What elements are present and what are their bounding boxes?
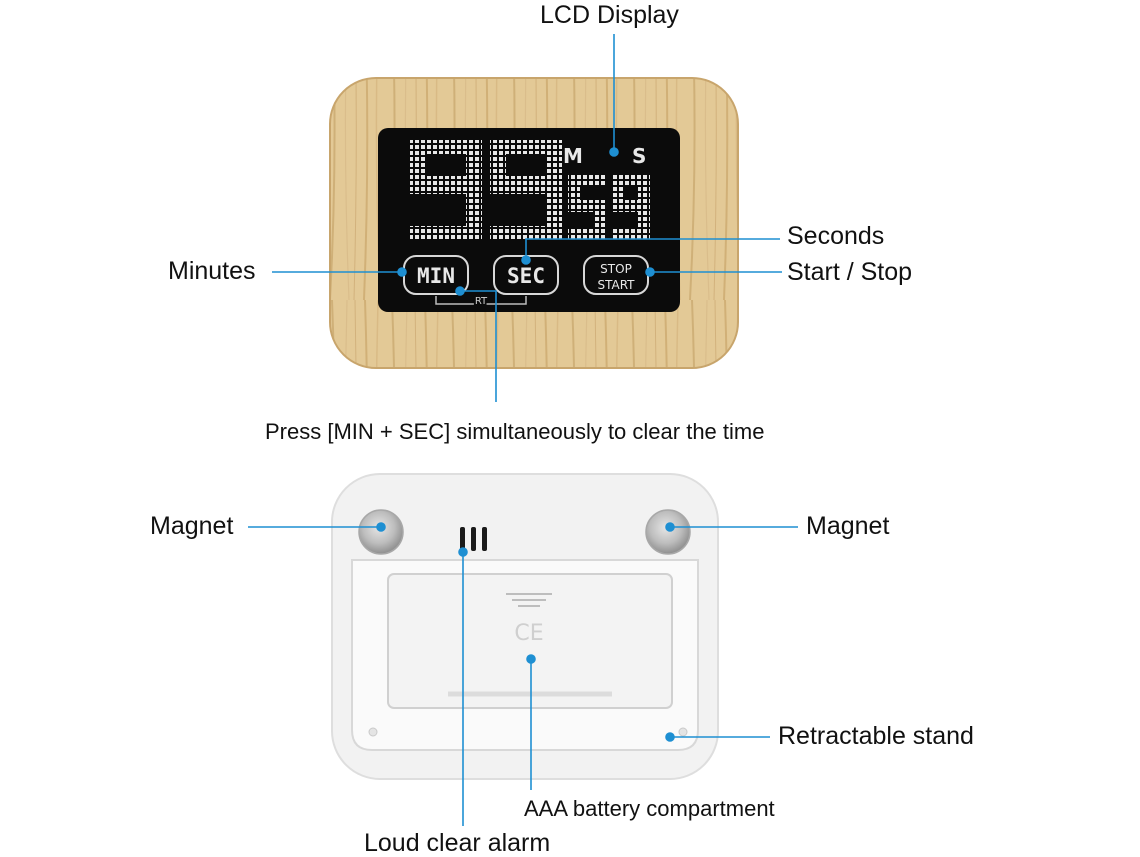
- magnet-right: [645, 509, 691, 555]
- sec-button-label: SEC: [507, 264, 545, 288]
- start-stop-button[interactable]: STOP START: [583, 255, 649, 295]
- ce-mark: CE: [514, 621, 543, 646]
- battery-open-arrow-icon: [506, 593, 552, 607]
- minutes-digits: [410, 140, 562, 240]
- label-battery: AAA battery compartment: [524, 796, 775, 821]
- magnet-left: [358, 509, 404, 555]
- label-seconds: Seconds: [787, 222, 885, 250]
- label-alarm: Loud clear alarm: [364, 829, 551, 857]
- start-label: START: [597, 278, 635, 292]
- speaker-grille-icon: [460, 527, 487, 551]
- timer-front: M S MIN SEC STOP START RT: [329, 77, 739, 369]
- timer-back: CE: [331, 473, 719, 780]
- callouts: [248, 34, 798, 826]
- sec-button[interactable]: SEC: [493, 255, 559, 295]
- rt-bracket: [435, 296, 527, 305]
- label-start-stop: Start / Stop: [787, 258, 913, 286]
- label-retractable-stand: Retractable stand: [778, 722, 974, 750]
- label-lcd-display: LCD Display: [540, 1, 679, 29]
- label-magnet-right: Magnet: [806, 512, 890, 540]
- stop-label: STOP: [600, 262, 632, 276]
- minutes-marker: M: [563, 144, 583, 168]
- screw-left: [368, 727, 378, 737]
- label-clear-time: Press [MIN + SEC] simultaneously to clea…: [265, 419, 765, 444]
- min-button-label: MIN: [417, 264, 455, 288]
- seconds-digits: [568, 174, 650, 240]
- seconds-marker: S: [632, 144, 646, 168]
- rt-label: RT: [475, 296, 488, 307]
- label-magnet-left: Magnet: [150, 512, 234, 540]
- wood-casing-shade: [329, 77, 739, 369]
- label-minutes: Minutes: [168, 257, 256, 285]
- battery-cover: [387, 573, 673, 709]
- screw-right: [678, 727, 688, 737]
